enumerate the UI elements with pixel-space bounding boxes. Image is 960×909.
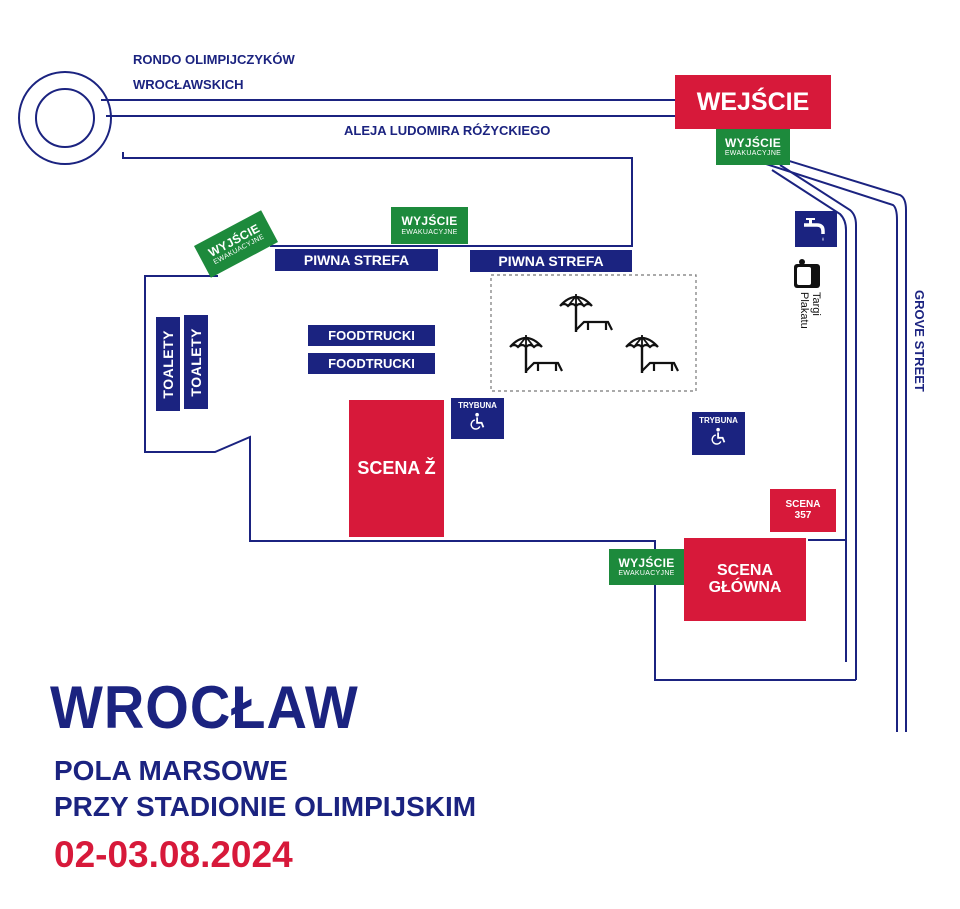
relax-zone-dashed-area — [490, 274, 697, 392]
poster-fair-label-line2: Plakatu — [798, 292, 810, 329]
inner-road-outer — [779, 164, 857, 680]
beach-umbrella-lounger-icon — [559, 294, 613, 332]
beer-zone-left[interactable]: PIWNA STREFA — [275, 249, 438, 271]
stage-357[interactable]: SCENA 357 — [770, 489, 836, 532]
foodtrucks-label: FOODTRUCKI — [328, 355, 415, 371]
foodtrucks-label: FOODTRUCKI — [328, 327, 415, 343]
stand-accessible-right[interactable]: TRYBUNA — [692, 412, 745, 455]
emergency-exit-top-right[interactable]: WYJŚCIE EWAKUACYJNE — [716, 129, 790, 165]
aleja-street-label: ALEJA LUDOMIRA RÓŻYCKIEGO — [344, 123, 551, 138]
beer-zone-label: PIWNA STREFA — [303, 251, 410, 268]
grove-street-outer — [759, 151, 907, 732]
roundabout-name-line2: WROCŁAWSKICH — [133, 77, 244, 92]
stand-label: TRYBUNA — [458, 401, 497, 410]
foodtrucks-1[interactable]: FOODTRUCKI — [308, 325, 435, 346]
venue-line2: PRZY STADIONIE OLIMPIJSKIM — [54, 791, 477, 822]
inner-road-inner — [771, 169, 847, 662]
festival-right-perimeter — [808, 539, 847, 662]
beer-zone-right[interactable]: PIWNA STREFA — [470, 250, 632, 272]
stage-357-label-line2: 357 — [794, 509, 812, 521]
main-stage[interactable]: SCENA GŁÓWNA — [684, 538, 806, 621]
toilets-2[interactable]: TOALETY — [184, 315, 208, 409]
beach-umbrella-lounger-icon — [509, 335, 563, 373]
wheelchair-icon — [711, 428, 725, 446]
roundabout-outer — [18, 71, 112, 165]
festival-perimeter — [144, 275, 856, 681]
stage-z-label: SCENA Ž — [357, 458, 436, 479]
wheelchair-icon — [470, 413, 484, 431]
foodtrucks-2[interactable]: FOODTRUCKI — [308, 353, 435, 374]
stage-z[interactable]: SCENA Ž — [349, 400, 444, 537]
poster-fair-label-line1: Targi — [810, 292, 822, 316]
water-tap-glyph — [804, 218, 825, 241]
toilets-1[interactable]: TOALETY — [156, 317, 180, 411]
roundabout-name-line1: RONDO OLIMPIJCZYKÓW — [133, 52, 295, 67]
exit-label: WYJŚCIE — [724, 135, 782, 150]
beer-zone-label: PIWNA STREFA — [498, 252, 604, 269]
upper-fence — [122, 152, 633, 247]
water-tap-icon[interactable] — [795, 211, 837, 247]
event-dates: 02-03.08.2024 — [54, 834, 293, 875]
toilets-label: TOALETY — [187, 327, 204, 397]
exit-label: WYJŚCIE — [401, 214, 458, 229]
city-title: WROCŁAW — [50, 673, 359, 742]
emergency-exit-top-center[interactable]: WYJŚCIE EWAKUACYJNE — [391, 207, 468, 244]
poster-fair-icon — [794, 259, 820, 288]
exit-sublabel: EWAKUACYJNE — [618, 570, 675, 578]
stand-label: TRYBUNA — [699, 416, 738, 425]
toilets-label: TOALETY — [159, 329, 176, 399]
grove-street-inner — [759, 161, 898, 732]
main-stage-label-line1: SCENA — [716, 561, 773, 579]
entrance-label: WEJŚCIE — [696, 87, 810, 116]
beach-umbrella-lounger-icon — [625, 335, 679, 373]
roundabout-inner — [35, 88, 95, 148]
grove-street-label: GROVE STREET — [912, 290, 927, 392]
exit-label: WYJŚCIE — [618, 555, 675, 570]
stage-357-label-line1: SCENA — [785, 499, 821, 510]
venue-line1: POLA MARSOWE — [54, 755, 288, 786]
emergency-exit-bottom[interactable]: WYJŚCIE EWAKUACYJNE — [609, 549, 684, 585]
main-stage-label-line2: GŁÓWNA — [708, 578, 782, 596]
stand-accessible-left[interactable]: TRYBUNA — [451, 398, 504, 439]
exit-sublabel: EWAKUACYJNE — [401, 228, 458, 236]
exit-sublabel: EWAKUACYJNE — [724, 150, 782, 158]
entrance-sign[interactable]: WEJŚCIE — [675, 75, 831, 129]
